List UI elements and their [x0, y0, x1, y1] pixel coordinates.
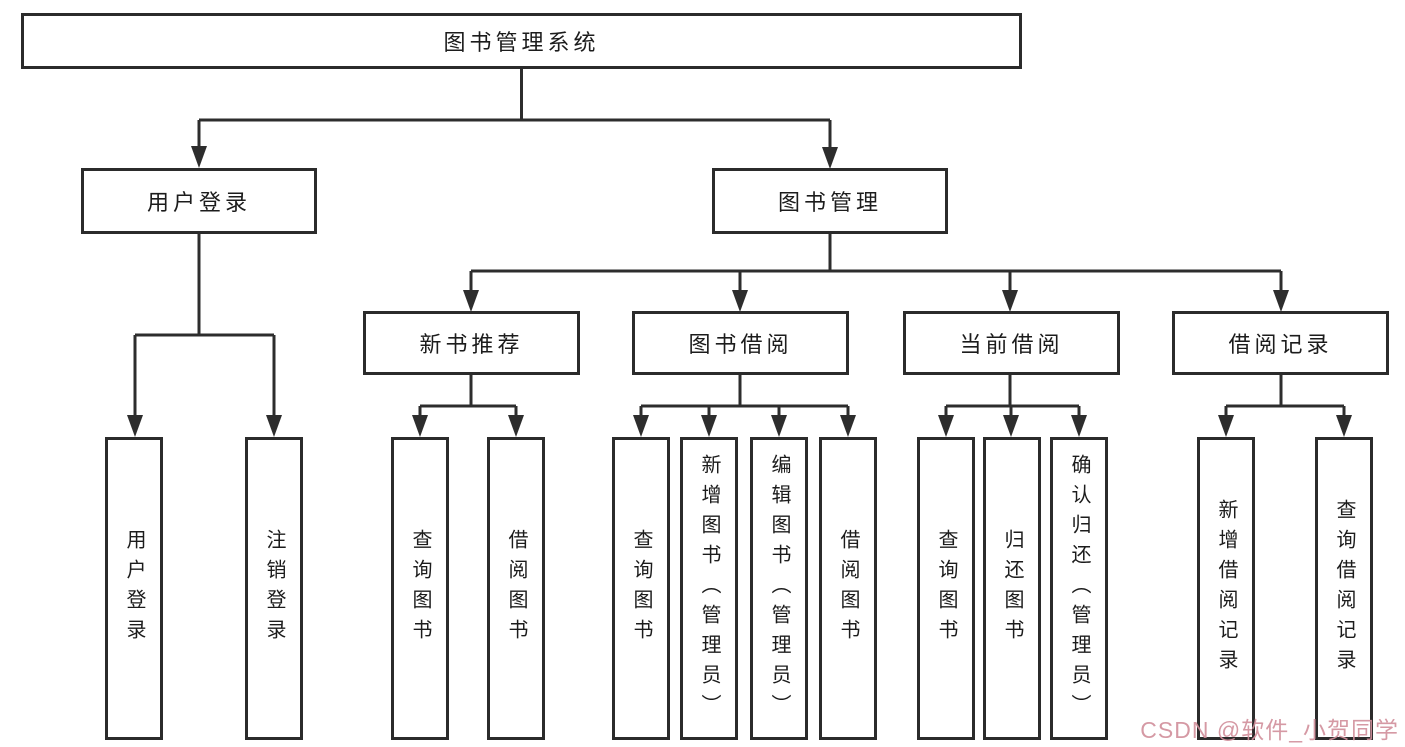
leaf-logout: 注销登录: [245, 437, 303, 740]
arrow-heads: [127, 146, 1352, 437]
leaf-borrow-query-book: 查询图书: [612, 437, 670, 740]
leaf-user-login: 用户登录: [105, 437, 163, 740]
leaf-current-return-book: 归还图书: [983, 437, 1041, 740]
node-current-borrow: 当前借阅: [903, 311, 1120, 375]
node-root-system: 图书管理系统: [21, 13, 1022, 69]
node-new-book-recommend: 新书推荐: [363, 311, 580, 375]
node-book-borrow: 图书借阅: [632, 311, 849, 375]
leaf-borrow-edit-book-admin: 编辑图书（管理员）: [750, 437, 808, 740]
leaf-current-confirm-return-admin: 确认归还（管理员）: [1050, 437, 1108, 740]
leaf-borrow-add-book-admin: 新增图书（管理员）: [680, 437, 738, 740]
csdn-watermark: CSDN @软件_小贺同学: [1140, 717, 1399, 743]
leaf-borrow-borrow-book: 借阅图书: [819, 437, 877, 740]
leaf-records-query-record: 查询借阅记录: [1315, 437, 1373, 740]
leaf-recommend-borrow-book: 借阅图书: [487, 437, 545, 740]
leaf-records-add-record: 新增借阅记录: [1197, 437, 1255, 740]
leaf-current-query-book: 查询图书: [917, 437, 975, 740]
node-borrow-records: 借阅记录: [1172, 311, 1389, 375]
node-user-login: 用户登录: [81, 168, 317, 234]
node-book-management: 图书管理: [712, 168, 948, 234]
leaf-recommend-query-book: 查询图书: [391, 437, 449, 740]
